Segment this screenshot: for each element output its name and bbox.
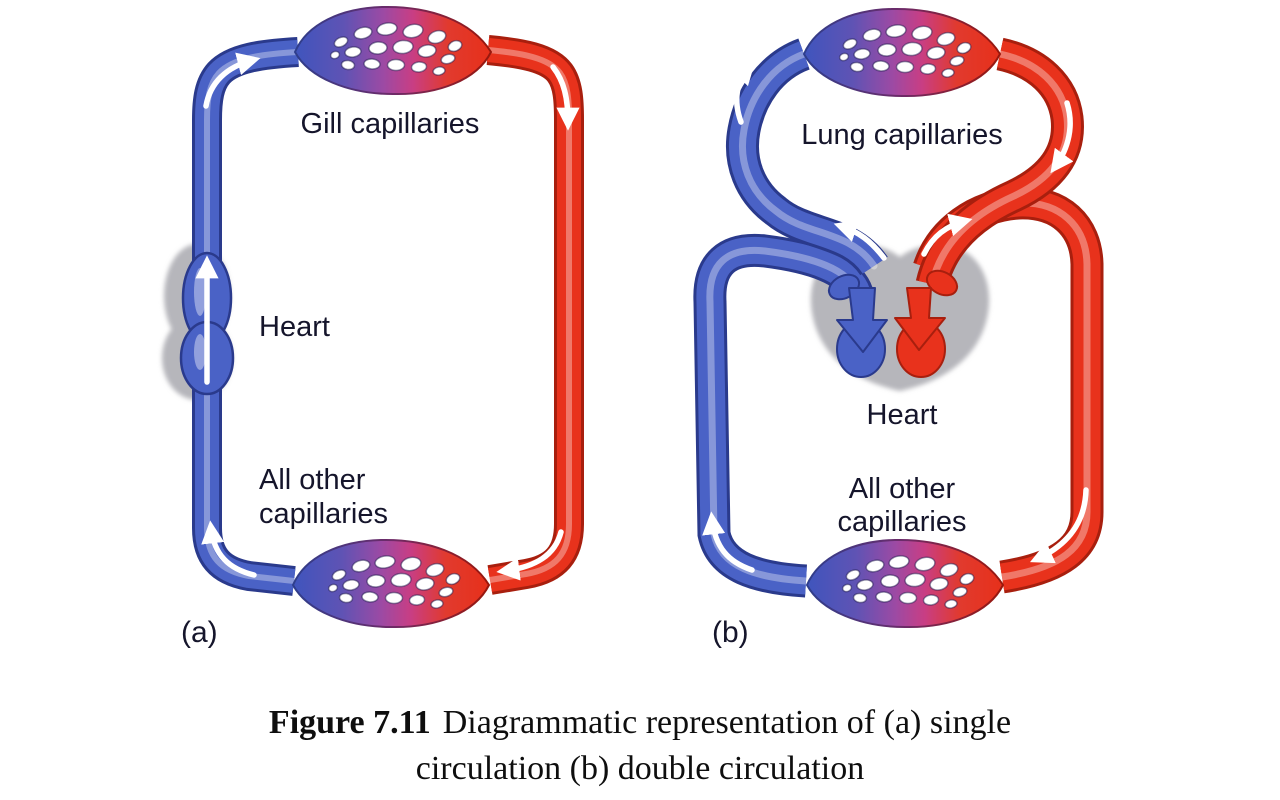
caption-figure-number: Figure 7.11 <box>268 704 431 741</box>
heart-a <box>179 251 235 396</box>
caption-text-line1: Diagrammatic representation of (a) singl… <box>442 704 1012 741</box>
panel-b-letter: (b) <box>712 616 749 649</box>
heart-b <box>827 269 959 378</box>
caption-line-1: Figure 7.11 Diagrammatic representation o… <box>0 700 1280 746</box>
other-capillaries-a-label-line2: capillaries <box>259 498 388 530</box>
panel-a: Gill capillaries Heart All other capilla… <box>162 5 584 649</box>
circulation-diagram: Gill capillaries Heart All other capilla… <box>162 5 1104 649</box>
flow-arrows-a <box>201 52 580 581</box>
other-capillaries-a-label-line1: All other <box>259 464 366 496</box>
heart-b-label: Heart <box>867 399 938 431</box>
heart-b-right-chamber-arrow <box>894 287 946 351</box>
panel-b: Lung capillaries Heart All other capilla… <box>693 7 1104 649</box>
heart-b-left-chamber-arrow <box>836 287 888 353</box>
gill-capillaries-label: Gill capillaries <box>301 108 480 140</box>
body-capillary-bed-b <box>806 538 1004 629</box>
other-capillaries-b-label-line1: All other <box>849 473 956 505</box>
lung-capillary-bed <box>803 7 1001 98</box>
flow-arrows-b <box>702 61 1089 573</box>
vessel-pulmonary-artery-b <box>726 38 888 277</box>
lung-capillaries-label: Lung capillaries <box>801 119 1003 151</box>
heart-a-label: Heart <box>259 311 330 343</box>
panel-a-letter: (a) <box>181 616 218 649</box>
caption-line-2: circulation (b) double circulation <box>415 750 865 787</box>
vessel-oxygenated-a <box>485 35 584 595</box>
other-capillaries-b-label-line2: capillaries <box>838 506 967 538</box>
body-capillary-bed-a <box>292 538 490 629</box>
figure-caption: Figure 7.11 Diagrammatic representation o… <box>0 700 1280 792</box>
gill-capillary-bed <box>294 5 492 96</box>
